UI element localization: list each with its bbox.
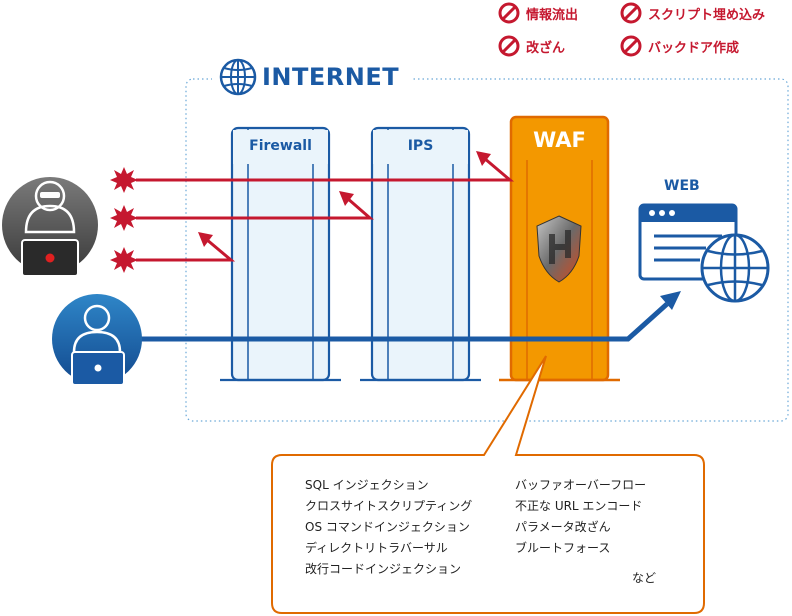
user-avatar	[52, 294, 142, 386]
attack-item: ブルートフォース	[515, 541, 611, 555]
prohibited-icon	[620, 2, 642, 24]
attack-arrow-firewall	[136, 232, 236, 262]
attack-item: クロスサイトスクリプティング	[305, 499, 473, 513]
burst-icon	[110, 167, 138, 273]
attack-item: ディレクトリトラバーサル	[305, 541, 448, 555]
attack-etc: など	[632, 571, 657, 585]
ips-label-box: IPS	[372, 138, 469, 154]
attack-item: バッファオーバーフロー	[515, 478, 647, 492]
legend-label: バックドア作成	[648, 40, 740, 56]
attack-item: 改行コードインジェクション	[305, 562, 462, 576]
waf-label-box: WAF	[511, 128, 608, 152]
prohibited-icon	[498, 35, 520, 57]
firewall-column	[220, 126, 341, 382]
attack-item: パラメータ改ざん	[515, 520, 611, 534]
shield-icon	[536, 215, 582, 283]
internet-boundary	[185, 78, 789, 422]
legit-traffic-arrow	[140, 291, 681, 342]
attack-list-right: バッファオーバーフロー 不正な URL エンコード パラメータ改ざん ブルートフ…	[515, 475, 646, 559]
attack-item: 不正な URL エンコード	[515, 499, 643, 513]
web-label: WEB	[664, 178, 700, 194]
attacker-avatar	[2, 177, 98, 277]
ips-label: IPS	[407, 138, 434, 154]
legend-item-backdoor: バックドア作成	[620, 35, 739, 57]
prohibited-icon	[620, 35, 642, 57]
globe-icon	[700, 233, 770, 303]
legend-item-info-leak: 情報流出	[498, 2, 578, 24]
attack-item: SQL インジェクション	[305, 478, 429, 492]
attack-list-left: SQL インジェクション クロスサイトスクリプティング OS コマンドインジェク…	[305, 475, 472, 580]
firewall-label: Firewall	[249, 138, 312, 154]
attack-arrow-waf	[136, 151, 515, 182]
internet-label: INTERNET	[262, 63, 400, 91]
legend-label: 情報流出	[526, 7, 579, 23]
ips-column	[360, 126, 481, 382]
prohibited-icon	[498, 2, 520, 24]
legend-item-tampering: 改ざん	[498, 35, 565, 57]
legend-label: 改ざん	[526, 40, 566, 56]
attack-list-bubble	[271, 355, 705, 614]
firewall-label-box: Firewall	[232, 138, 329, 154]
legend-item-script-injection: スクリプト埋め込み	[620, 2, 765, 24]
internet-globe-icon	[219, 58, 257, 96]
waf-label: WAF	[533, 128, 586, 152]
attack-item: OS コマンドインジェクション	[305, 520, 470, 534]
legend-label: スクリプト埋め込み	[648, 7, 766, 23]
attack-arrow-ips	[136, 191, 375, 220]
